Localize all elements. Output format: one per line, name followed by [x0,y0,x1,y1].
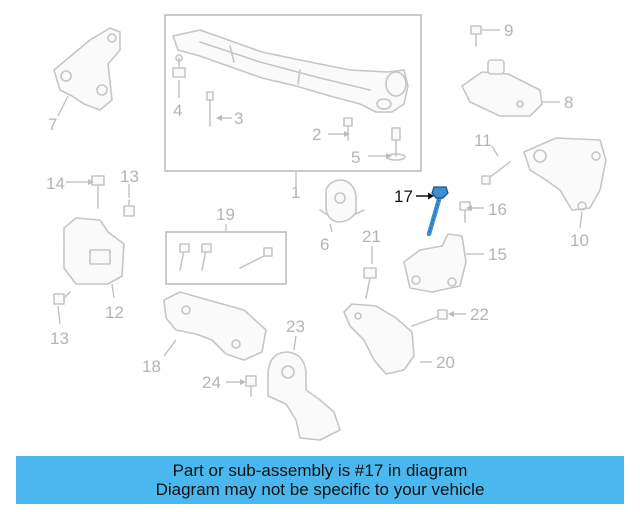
bracket-part-7[interactable] [53,27,121,111]
bracket-part-20[interactable] [343,303,415,375]
bolt-part-22[interactable] [411,309,448,327]
callout-8: 8 [564,93,573,112]
leader-lines [57,29,583,385]
assembly-box-1 [164,14,422,172]
callout-17-highlighted: 17 [394,187,413,206]
callout-3: 3 [234,109,243,128]
callout-12: 12 [105,303,124,322]
callout-20: 20 [436,353,455,372]
bolt-part-3[interactable] [206,91,214,127]
callout-18: 18 [142,357,161,376]
banner-line-1: Part or sub-assembly is #17 in diagram [172,461,468,480]
mount-part-8[interactable] [461,59,543,117]
callout-5: 5 [351,148,360,167]
bolt-part-4[interactable] [172,54,186,78]
callout-22: 22 [470,305,489,324]
bracket-part-18[interactable] [163,291,267,361]
assembly-box-19 [165,231,287,285]
callout-21: 21 [362,227,381,246]
callout-13-lower: 13 [50,329,69,348]
bolt-part-9[interactable] [470,25,482,47]
bolt-part-14[interactable] [91,175,105,209]
parts-diagram: 1 2 3 4 5 6 7 8 9 10 11 12 13 13 14 15 1… [46,14,607,441]
bolt-part-11[interactable] [481,161,511,185]
callout-4: 4 [173,101,182,120]
callout-19: 19 [216,205,235,224]
callout-24: 24 [202,373,221,392]
mount-part-23[interactable] [267,351,341,441]
bolt-part-17-highlighted[interactable] [426,186,449,237]
callout-10: 10 [570,231,589,250]
callout-6: 6 [320,235,329,254]
bolt-part-5[interactable] [386,127,406,161]
info-banner: Part or sub-assembly is #17 in diagram D… [16,456,624,504]
bolt-part-21[interactable] [363,267,377,299]
callout-7: 7 [48,115,57,134]
banner-line-2: Diagram may not be specific to your vehi… [155,480,485,499]
crossmember-part-1[interactable] [172,29,409,113]
callout-13-upper: 13 [120,167,139,186]
bolt-kit-part-19[interactable] [179,243,273,271]
bolt-part-2[interactable] [343,117,353,141]
bolt-part-13-lower[interactable] [53,291,71,305]
bolt-part-16[interactable] [459,201,471,223]
callout-15: 15 [488,245,507,264]
callout-2: 2 [312,125,321,144]
bolt-part-24[interactable] [245,375,257,397]
callout-11: 11 [474,131,492,150]
callout-16: 16 [488,200,507,219]
callout-1: 1 [291,183,300,202]
bolt-part-13-upper[interactable] [123,199,135,217]
mount-part-12[interactable] [63,217,125,285]
callout-14: 14 [46,174,65,193]
bracket-part-15[interactable] [403,233,467,293]
bracket-part-10[interactable] [523,137,607,211]
mount-part-6[interactable] [319,179,365,223]
callout-23: 23 [286,317,305,336]
callout-9: 9 [504,21,513,40]
